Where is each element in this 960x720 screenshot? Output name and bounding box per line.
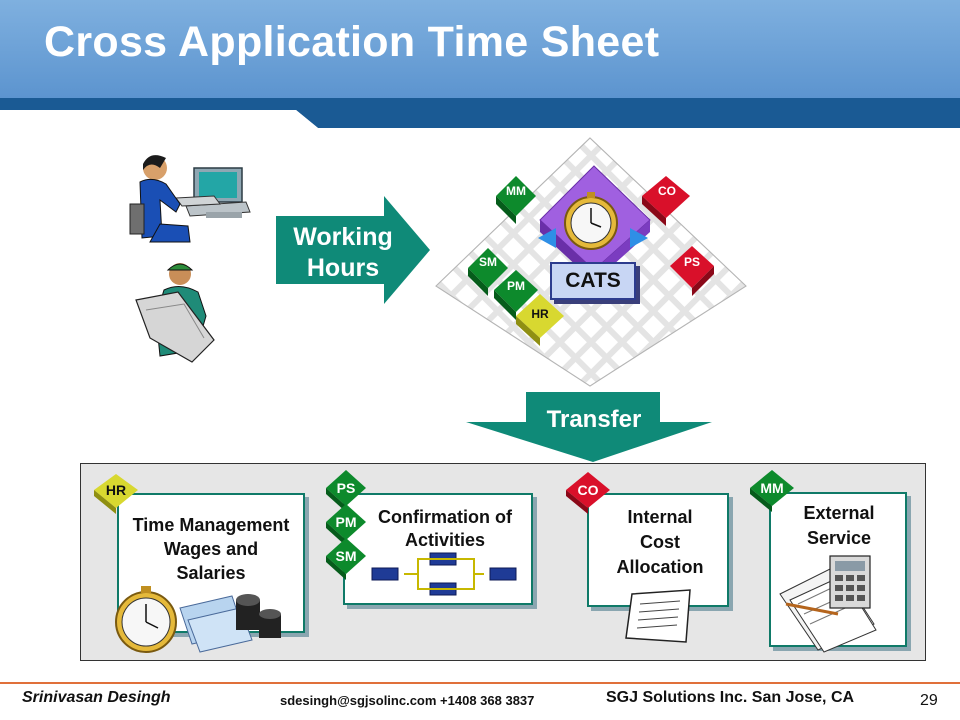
- target-ps-label: Confirmation of Activities: [360, 506, 530, 552]
- transfer-label: Transfer: [546, 406, 642, 433]
- ring-tag-mm-label: MM: [506, 184, 526, 198]
- page-number: 29: [920, 692, 938, 709]
- target-tag-hr-label: HR: [106, 482, 126, 498]
- target-hr-line-1: Time Management: [132, 515, 290, 535]
- footer-divider: [0, 682, 960, 684]
- target-tag-pm: PM: [326, 504, 366, 546]
- document-icon: [625, 589, 691, 643]
- engineer-reading-plan-illustration: [135, 263, 215, 363]
- target-ps-line-2: Activities: [404, 530, 486, 550]
- office-worker-illustration: [129, 155, 251, 243]
- target-co-box: [587, 493, 729, 607]
- target-hr-line-2: Wages and: [163, 539, 259, 559]
- ring-tag-co-label: CO: [658, 184, 676, 198]
- working-hours-arrow: [276, 196, 430, 304]
- working-hours-word: Working: [293, 223, 393, 251]
- slide-title: Cross Application Time Sheet: [44, 18, 660, 66]
- target-tag-mm-label: MM: [760, 480, 783, 496]
- target-tag-hr: HR: [94, 474, 138, 514]
- ring-tag-hr: HR: [516, 294, 564, 346]
- transfer-arrow: [466, 392, 712, 462]
- target-ps-line-1: Confirmation of: [378, 507, 512, 527]
- target-tag-ps-label: PS: [337, 480, 356, 496]
- target-tag-mm: MM: [750, 470, 794, 512]
- ring-tag-sm-label: SM: [479, 255, 497, 269]
- ring-tag-sm: SM: [468, 248, 508, 296]
- flow-arrow-right-icon: [630, 228, 648, 248]
- ring-tag-ps: PS: [670, 246, 714, 296]
- flow-arrow-left-icon: [538, 228, 556, 248]
- invoice-and-calculator-icon: [779, 555, 877, 653]
- ring-tag-hr-label: HR: [531, 307, 549, 321]
- ring-tag-pm: PM: [494, 270, 538, 320]
- coin-stack-icon: [236, 594, 281, 638]
- footer-author: Srinivasan Desingh: [22, 689, 171, 706]
- stopwatch-icon: [564, 192, 618, 250]
- target-co-line-2: Cost: [640, 532, 680, 552]
- target-mm-line-2: Service: [806, 528, 872, 548]
- footer-contact: sdesingh@sgjsolinc.com +1408 368 3837: [280, 693, 535, 708]
- footer-company: SGJ Solutions Inc. San Jose, CA: [606, 689, 855, 706]
- ring-tag-co: CO: [642, 176, 690, 226]
- target-co-label: Internal Cost Allocation: [590, 505, 730, 580]
- target-tag-ps: PS: [326, 470, 366, 512]
- target-co-line-3: Allocation: [616, 557, 704, 577]
- ring-tag-pm-label: PM: [507, 279, 525, 293]
- ring-tag-mm: MM: [496, 176, 536, 224]
- target-co-line-1: Internal: [627, 507, 693, 527]
- target-hr-label: Time Management Wages and Salaries: [113, 513, 309, 585]
- target-tag-co: CO: [566, 472, 610, 514]
- title-bar: [0, 0, 960, 98]
- target-tag-sm: SM: [326, 538, 366, 580]
- title-stripe: [0, 98, 960, 128]
- target-tag-pm-label: PM: [336, 514, 357, 530]
- target-mm-line-1: External: [803, 503, 875, 523]
- working-hours-word: Hours: [306, 254, 380, 282]
- target-hr-line-3: Salaries: [176, 563, 246, 583]
- target-tag-co-label: CO: [578, 482, 599, 498]
- ring-tag-ps-label: PS: [684, 255, 700, 269]
- activity-flow-diagram: [371, 552, 517, 596]
- cats-box: CATS: [550, 262, 636, 300]
- target-tag-sm-label: SM: [336, 548, 357, 564]
- payroll-stopwatch-icon: [115, 586, 177, 653]
- target-mm-label: External Service: [772, 501, 906, 551]
